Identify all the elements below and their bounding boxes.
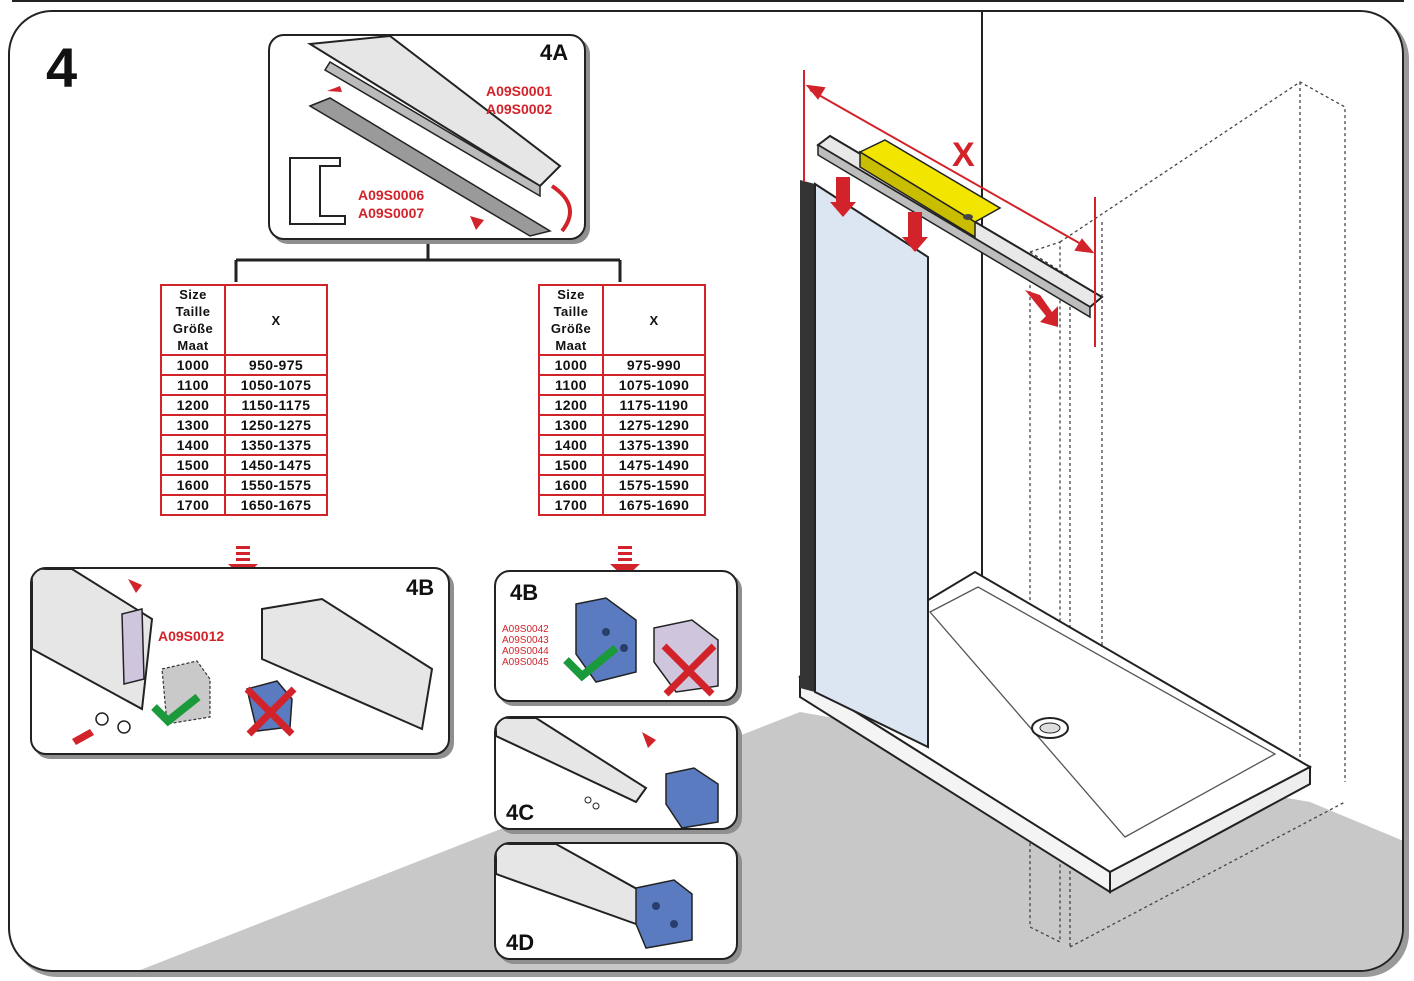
- pressure-arrows: [830, 177, 1058, 327]
- panel-4d: 4D: [494, 842, 738, 960]
- dimension-x-arrow: [803, 70, 1096, 347]
- instruction-page-frame: X 4 4: [8, 10, 1404, 972]
- panel-4a-label: 4A: [540, 40, 569, 65]
- part-number: A09S0045: [502, 657, 549, 668]
- part-number: A09S0007: [358, 205, 425, 221]
- end-cap-illustration-4b: [563, 597, 719, 697]
- panel-4c-label: 4C: [506, 800, 535, 825]
- panel-4d-label: 4D: [506, 930, 535, 955]
- step-number: 4: [46, 36, 78, 99]
- main-installation-drawing: [140, 12, 1402, 970]
- panel-4c: 4C: [494, 716, 738, 830]
- table-header-x: X: [602, 284, 706, 356]
- top-border-line: [12, 0, 1404, 2]
- table-header-x: X: [224, 284, 328, 356]
- part-number: A09S0001: [486, 83, 553, 99]
- table-header-size: Size Taille Größe Maat: [160, 284, 226, 356]
- part-number: A09S0006: [358, 187, 425, 203]
- panel-4a: 4A A09S0001 A09S0002 A09S0006 A09S0007: [268, 34, 586, 240]
- rail-end-illustration-4b: [32, 569, 434, 745]
- spirit-level: [858, 139, 1002, 239]
- part-number: A09S0002: [486, 101, 553, 117]
- part-number: A09S0012: [158, 628, 225, 644]
- panel-4b-left: 4B A09S0012: [30, 567, 450, 755]
- rail-illustration-4a: [289, 36, 572, 237]
- table-header-size: Size Taille Größe Maat: [538, 284, 604, 356]
- part-number: A09S0043: [502, 635, 549, 646]
- panel-4b-label: 4B: [510, 580, 539, 605]
- glass-panel: [800, 180, 929, 749]
- panel-4b-label: 4B: [406, 575, 435, 600]
- part-number: A09S0044: [502, 646, 549, 657]
- assembled-cap-illustration-4d: [496, 844, 693, 949]
- panel-4b-right: 4B A09S0042 A09S0043 A09S0044 A09S0045: [494, 570, 738, 702]
- dimension-x-label: X: [952, 136, 975, 174]
- cap-insert-illustration-4c: [496, 718, 719, 828]
- part-number: A09S0042: [502, 624, 549, 635]
